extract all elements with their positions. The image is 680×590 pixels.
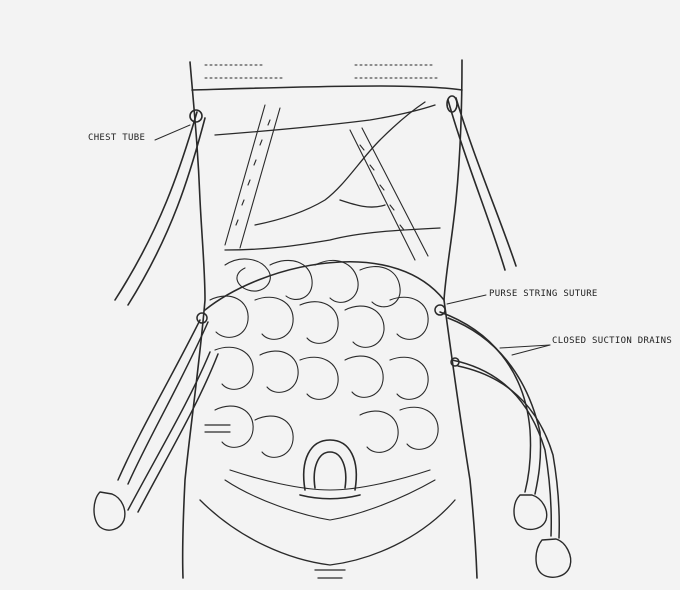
right-drain-tubes — [435, 305, 559, 538]
purse-string-suture-label: PURSE STRING SUTURE — [489, 289, 598, 299]
liver-contour — [215, 102, 440, 250]
closed-suction-drains-label: CLOSED SUCTION DRAINS — [552, 336, 672, 346]
ribbon-drain-left — [225, 105, 280, 248]
pelvic-floor — [200, 500, 455, 578]
chest-tube-leader — [155, 125, 190, 140]
left-drain-tubes — [118, 313, 218, 512]
right-drain-bulb-upper — [514, 495, 547, 529]
left-hatch — [205, 425, 230, 432]
bowel-loops — [210, 259, 438, 520]
left-drain-bulb — [94, 492, 125, 530]
ribbon-drain-right — [350, 128, 428, 260]
chest-tube-label: CHEST TUBE — [88, 133, 145, 143]
torso-outline — [183, 60, 477, 578]
upper-boundary — [205, 65, 440, 78]
right-drain-bulb-lower — [536, 539, 571, 577]
